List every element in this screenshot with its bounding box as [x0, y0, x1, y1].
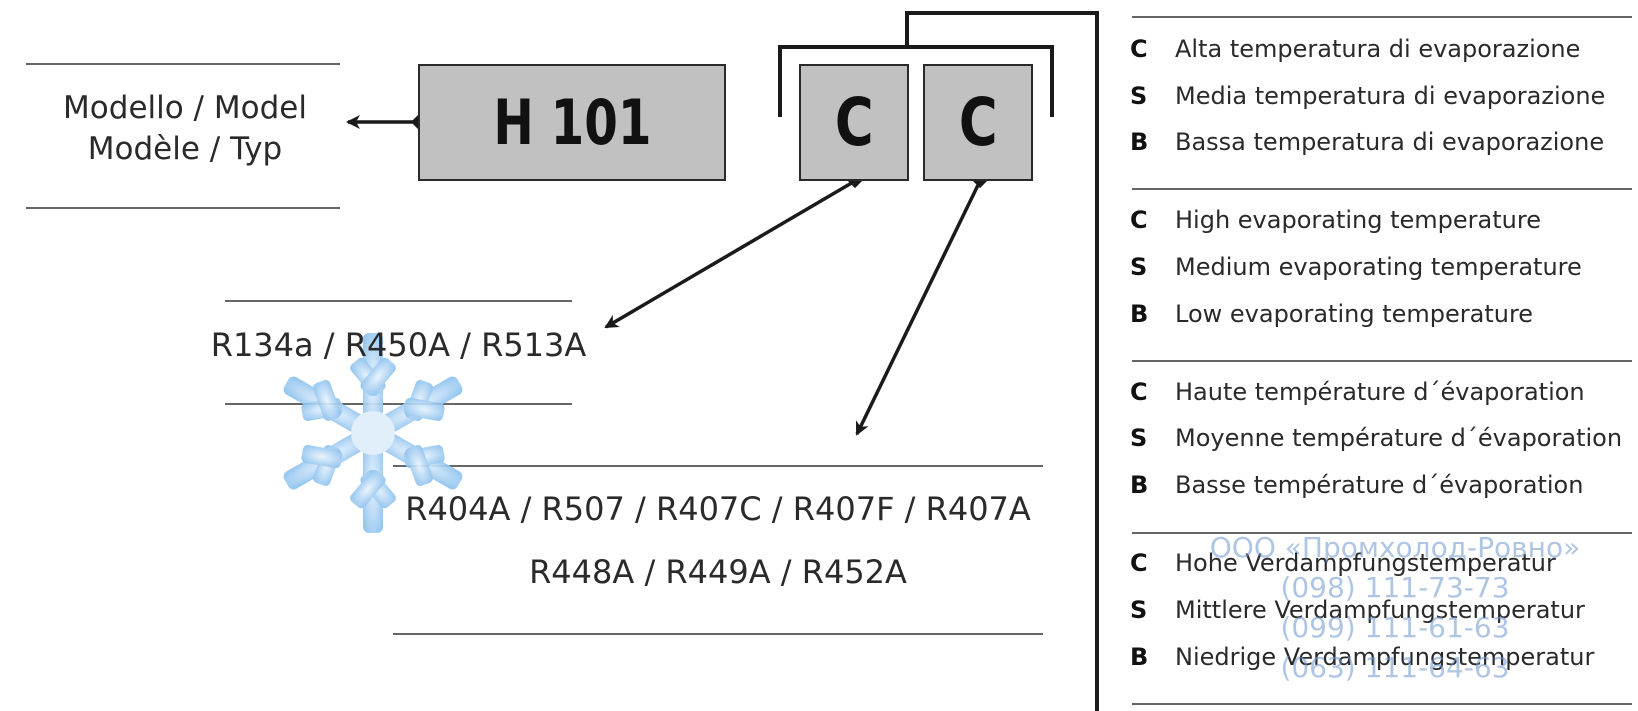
code-letter-2: C	[958, 84, 998, 161]
refrigerant-group-1: R134a / R450A / R513A	[210, 326, 587, 364]
refrigerant-group-2-line1: R404A / R507 / R407C / R407F / R407A	[405, 490, 1031, 528]
snowflake-icon	[278, 333, 468, 533]
refrigerant-group-2-line2: R448A / R449A / R452A	[529, 553, 907, 591]
model-label-line1: Modello / Model	[63, 90, 307, 126]
model-label: Modello / Model Modèle / Typ	[20, 88, 350, 170]
model-code-box: H 101	[418, 64, 726, 181]
code-bracket	[778, 45, 1054, 117]
arrow-letter1	[604, 179, 856, 329]
model-label-line2: Modèle / Typ	[87, 131, 283, 167]
arrow-letter2	[855, 180, 982, 436]
code-letter-box-2: C	[923, 64, 1033, 181]
code-letter-box-1: C	[799, 64, 909, 181]
model-code: H 101	[492, 86, 652, 159]
code-letter-1: C	[834, 84, 874, 161]
